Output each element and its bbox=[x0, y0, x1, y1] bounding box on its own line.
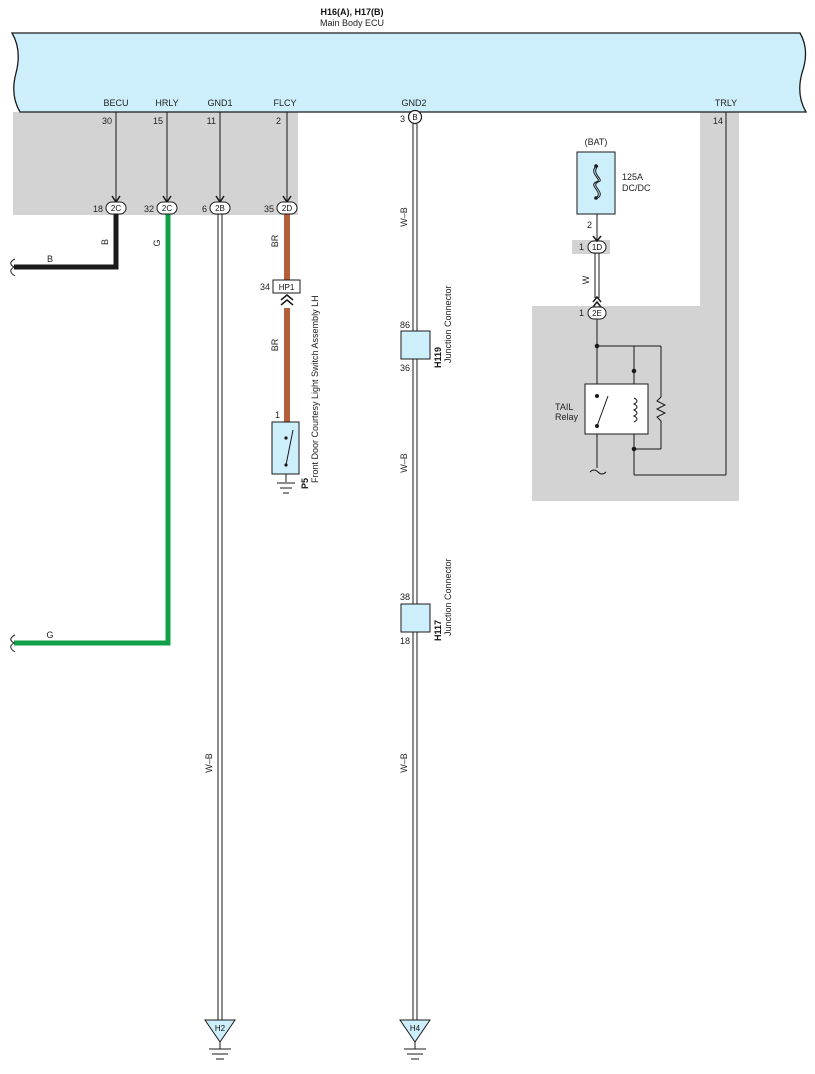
switch-p5-pin: 1 bbox=[275, 410, 280, 420]
wire-hrly bbox=[14, 214, 171, 646]
fuse-source: (BAT) bbox=[585, 137, 608, 147]
junction-h117-name: Junction Connector bbox=[443, 558, 453, 636]
junction-h119-name: Junction Connector bbox=[443, 285, 453, 363]
wire-label-gnd2-a: W–B bbox=[399, 207, 409, 227]
ecu-pin-label-gnd2: GND2 bbox=[401, 98, 426, 108]
ground-h2-code: H2 bbox=[215, 1024, 226, 1033]
ecu-pin-label-hrly: HRLY bbox=[155, 98, 178, 108]
connector-flcy: 2D bbox=[276, 195, 298, 215]
junction-h117-code: H117 bbox=[433, 620, 443, 641]
wire-label-gnd2-b: W–B bbox=[399, 453, 409, 473]
fuse-125a bbox=[576, 151, 616, 215]
switch-p5-name: Front Door Courtesy Light Switch Assembl… bbox=[310, 295, 320, 483]
wire-becu bbox=[14, 214, 119, 270]
ecu-pin-num-trly: 14 bbox=[713, 116, 723, 126]
connector-hrly: 2C bbox=[156, 195, 178, 215]
junction-h119-code: H119 bbox=[433, 347, 443, 368]
connector-1d-code: 1D bbox=[592, 243, 602, 252]
ecu-pin-num-hrly: 15 bbox=[153, 116, 163, 126]
connector-1d-pin: 1 bbox=[579, 242, 584, 252]
ecu-block: H16(A), H17(B) Main Body ECU bbox=[10, 7, 808, 113]
ground-h4: H4 bbox=[399, 1019, 431, 1060]
connector-gnd1-code: 2B bbox=[215, 204, 225, 213]
ecu-pin-label-flcy: FLCY bbox=[273, 98, 296, 108]
junction-h119-pin-bottom: 36 bbox=[400, 363, 410, 373]
connector-gnd1-pin: 6 bbox=[202, 204, 207, 214]
ecu-pin-label-gnd1: GND1 bbox=[207, 98, 232, 108]
connector-becu: 2C bbox=[105, 195, 127, 215]
break-becu bbox=[10, 258, 16, 277]
connector-becu-code: 2C bbox=[111, 204, 121, 213]
junction-h117-pin-bottom: 18 bbox=[400, 636, 410, 646]
ground-h4-code: H4 bbox=[410, 1024, 421, 1033]
connector-gnd2-code: B bbox=[412, 113, 417, 122]
connector-gnd1: 2B bbox=[209, 195, 231, 215]
wire-label-gnd2-c: W–B bbox=[399, 753, 409, 773]
connector-2e-pin: 1 bbox=[579, 308, 584, 318]
connector-hrly-pin: 32 bbox=[144, 204, 154, 214]
relay-name-line2: Relay bbox=[555, 412, 579, 422]
connector-1d: 1D bbox=[587, 235, 607, 254]
ecu-pin-num-gnd2: 3 bbox=[400, 114, 405, 124]
wire-label-flcy-lower: BR bbox=[270, 338, 280, 351]
wire-label-becu-out: B bbox=[47, 254, 53, 264]
shade-area-trly bbox=[700, 112, 739, 308]
switch-p5 bbox=[271, 421, 300, 482]
wire-label-hrly-out: G bbox=[46, 630, 53, 640]
junction-h117-pin-top: 38 bbox=[400, 592, 410, 602]
break-hrly bbox=[10, 634, 16, 653]
connector-2e-code: 2E bbox=[592, 309, 602, 318]
shade-area-ecu-left bbox=[13, 112, 298, 215]
fuse-rating: 125A bbox=[622, 172, 643, 182]
switch-p5-code: P5 bbox=[300, 478, 310, 489]
junction-h117 bbox=[400, 603, 431, 633]
wire-label-relay-in: W bbox=[581, 275, 591, 284]
junction-h119 bbox=[400, 330, 431, 360]
hp1-connector: HP1 bbox=[272, 279, 301, 306]
wire-label-flcy-upper: BR bbox=[270, 234, 280, 247]
ecu-name: Main Body ECU bbox=[320, 18, 384, 28]
ecu-pin-label-trly: TRLY bbox=[715, 98, 737, 108]
ecu-pin-num-flcy: 2 bbox=[276, 116, 281, 126]
connector-flcy-pin: 35 bbox=[264, 204, 274, 214]
fuse-name: DC/DC bbox=[622, 183, 651, 193]
fuse-pin-out: 2 bbox=[587, 220, 592, 230]
connector-flcy-code: 2D bbox=[282, 204, 292, 213]
connector-becu-pin: 18 bbox=[93, 204, 103, 214]
wire-label-becu: B bbox=[100, 239, 110, 245]
ground-symbol-p5 bbox=[277, 482, 295, 494]
ecu-pin-num-becu: 30 bbox=[102, 116, 112, 126]
ecu-title: H16(A), H17(B) bbox=[320, 7, 383, 17]
connector-hrly-code: 2C bbox=[162, 204, 172, 213]
junction-h119-pin-top: 86 bbox=[400, 320, 410, 330]
wire-label-gnd1: W–B bbox=[204, 753, 214, 773]
connector-gnd2-b: B bbox=[407, 109, 423, 125]
hp1-pin: 34 bbox=[260, 282, 270, 292]
relay-name-line1: TAIL bbox=[555, 402, 573, 412]
connector-2e: 2E bbox=[587, 295, 607, 320]
tail-relay bbox=[584, 319, 726, 476]
ecu-pin-num-gnd1: 11 bbox=[207, 116, 216, 126]
ground-h2: H2 bbox=[204, 1019, 236, 1060]
wire-label-hrly: G bbox=[152, 239, 162, 246]
ecu-pin-label-becu: BECU bbox=[103, 98, 128, 108]
hp1-code: HP1 bbox=[279, 283, 295, 292]
